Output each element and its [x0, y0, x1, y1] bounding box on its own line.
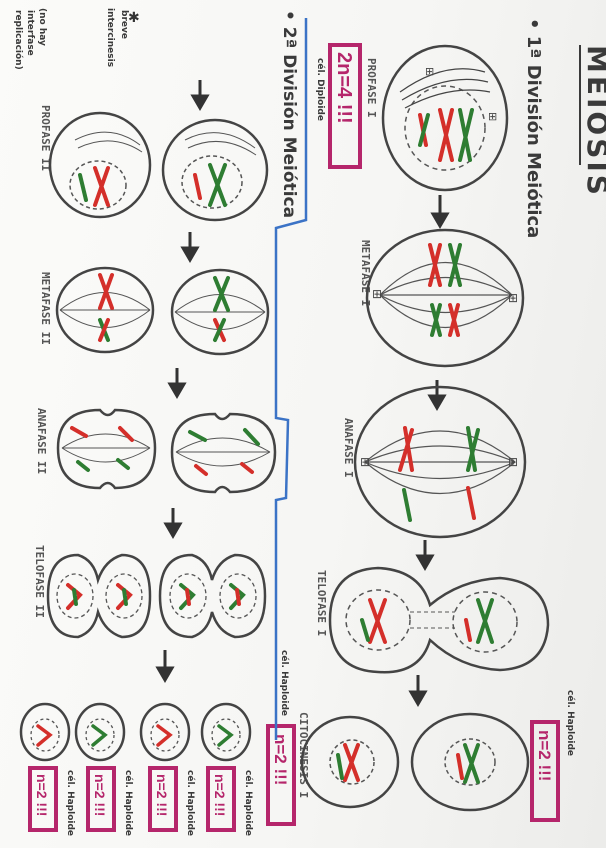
count-box-haploid-cytokinesis: n=2 !!! [266, 724, 296, 826]
final-cell-4 [200, 702, 252, 762]
svg-text:ANAFASE I: ANAFASE I [342, 418, 355, 478]
cell-label-haploid-right: cél. Haploide [565, 690, 576, 756]
svg-text:n=2 !!!: n=2 !!! [92, 774, 108, 816]
label-prophase-1: PROFASE I [365, 58, 378, 118]
svg-text:cél. Haploide: cél. Haploide [279, 650, 290, 716]
arrows [155, 80, 450, 707]
second-division-heading: • 2ª División Meiótica [279, 10, 299, 218]
arrow-down-icon [408, 675, 428, 707]
count-box-haploid-right: n=2 !!! [530, 720, 560, 822]
label-anaphase-2: ANAFASE II [35, 408, 48, 474]
svg-text:n=2 !!!: n=2 !!! [535, 730, 554, 781]
final-cell-2 [74, 702, 126, 762]
svg-text:cél. Diploide: cél. Diploide [315, 58, 326, 121]
svg-text:2n=4 !!!: 2n=4 !!! [333, 52, 355, 124]
arrow-down-icon [190, 80, 210, 111]
final-cell-1 [19, 702, 71, 762]
svg-text:• 2ª División Meiótica: • 2ª División Meiótica [279, 10, 299, 218]
centriole-icon: ⊞ [508, 291, 518, 305]
cell-prophase-2-left [48, 111, 152, 219]
svg-text:n=2 !!!: n=2 !!! [154, 774, 170, 816]
cell-prophase-2-right [161, 118, 269, 222]
cell-telophase-1 [328, 566, 550, 674]
cell-metaphase-2-right [170, 268, 270, 356]
arrow-down-icon [155, 650, 175, 683]
label-telophase-2: TELOFASE II [33, 545, 46, 618]
centriole-icon: ⊞ [508, 455, 518, 469]
svg-text:• 1ª División Meiótica: • 1ª División Meiótica [523, 18, 544, 238]
cell-metaphase-2-left [55, 266, 155, 354]
label-telophase-1: TELOFASE I [315, 570, 328, 636]
first-division-heading: • 1ª División Meiótica [523, 18, 544, 238]
svg-text:METAFASE II: METAFASE II [39, 272, 52, 345]
final-cell-labels: cél. Haploide cél. Haploide cél. Haploid… [65, 770, 254, 836]
label-metaphase-1: METAFASE I [359, 240, 372, 306]
arrow-down-icon [163, 508, 183, 539]
svg-text:PROFASE II: PROFASE II [39, 105, 52, 171]
count-box-final-3: n=2 !!! [148, 766, 178, 832]
intercinesis-note: breve intercinesis (no hay interfase rep… [13, 8, 129, 70]
arrow-down-icon [180, 232, 200, 263]
arrow-down-icon [427, 380, 447, 411]
cell-prophase-1: ⊞ ⊞ [381, 44, 509, 192]
svg-text:interfase: interfase [25, 10, 35, 56]
cell-telophase-2-right [158, 553, 267, 639]
count-box-diploid: 2n=4 !!! [328, 43, 362, 169]
label-anaphase-1: ANAFASE I [342, 418, 355, 478]
arrow-down-icon [167, 368, 187, 399]
svg-text:METAFASE I: METAFASE I [359, 240, 372, 306]
cell-metaphase-1: ⊞ ⊞ [365, 228, 525, 368]
count-box-final-2: n=2 !!! [86, 766, 116, 832]
count-box-final-1: n=2 !!! [28, 766, 58, 832]
asterisk-icon: ✱ [128, 10, 140, 26]
cell-anaphase-2-left [56, 408, 157, 490]
svg-text:cél. Haploide: cél. Haploide [65, 770, 76, 836]
centriole-icon: ⊞ [372, 287, 382, 301]
centriole-icon: ⊞ [360, 455, 370, 469]
svg-text:TELOFASE I: TELOFASE I [315, 570, 328, 636]
cell-anaphase-1: ⊞ ⊞ [353, 385, 527, 539]
svg-text:n=2 !!!: n=2 !!! [271, 734, 290, 785]
svg-text:(no hay: (no hay [37, 8, 47, 46]
centriole-icon: ⊞ [488, 110, 497, 123]
svg-text:n=2 !!!: n=2 !!! [34, 774, 50, 816]
svg-text:intercinesis: intercinesis [105, 8, 115, 67]
count-box-final-4: n=2 !!! [206, 766, 236, 832]
arrow-down-icon [415, 540, 435, 571]
cell-cytokinesis-1-left [300, 715, 400, 809]
final-cell-3 [139, 702, 191, 762]
svg-text:PROFASE I: PROFASE I [365, 58, 378, 118]
centriole-icon: ⊞ [425, 65, 434, 78]
svg-text:cél. Haploide: cél. Haploide [123, 770, 134, 836]
cell-telophase-2-left [46, 553, 152, 639]
cell-label-haploid-left: cél. Haploide [279, 650, 290, 716]
title-meiosis: MEIOSIS [579, 45, 606, 198]
svg-text:cél. Haploide: cél. Haploide [185, 770, 196, 836]
svg-text:cél. Haploide: cél. Haploide [243, 770, 254, 836]
cell-cytokinesis-1-right [410, 712, 530, 812]
svg-text:n=2 !!!: n=2 !!! [212, 774, 228, 816]
svg-text:TELOFASE II: TELOFASE II [33, 545, 46, 618]
arrow-down-icon [430, 195, 450, 229]
svg-text:cél. Haploide: cél. Haploide [565, 690, 576, 756]
svg-text:ANAFASE II: ANAFASE II [35, 408, 48, 474]
svg-text:MEIOSIS: MEIOSIS [581, 45, 606, 198]
division-separator-line [274, 18, 308, 740]
label-prophase-2: PROFASE II [39, 105, 52, 171]
svg-text:breve: breve [119, 10, 129, 39]
homologous-chromosomes [418, 108, 474, 162]
cell-anaphase-2-right [170, 412, 277, 494]
cell-label-diploid: cél. Diploide [315, 58, 326, 121]
label-metaphase-2: METAFASE II [39, 272, 52, 345]
svg-text:replicación): replicación) [13, 10, 24, 70]
